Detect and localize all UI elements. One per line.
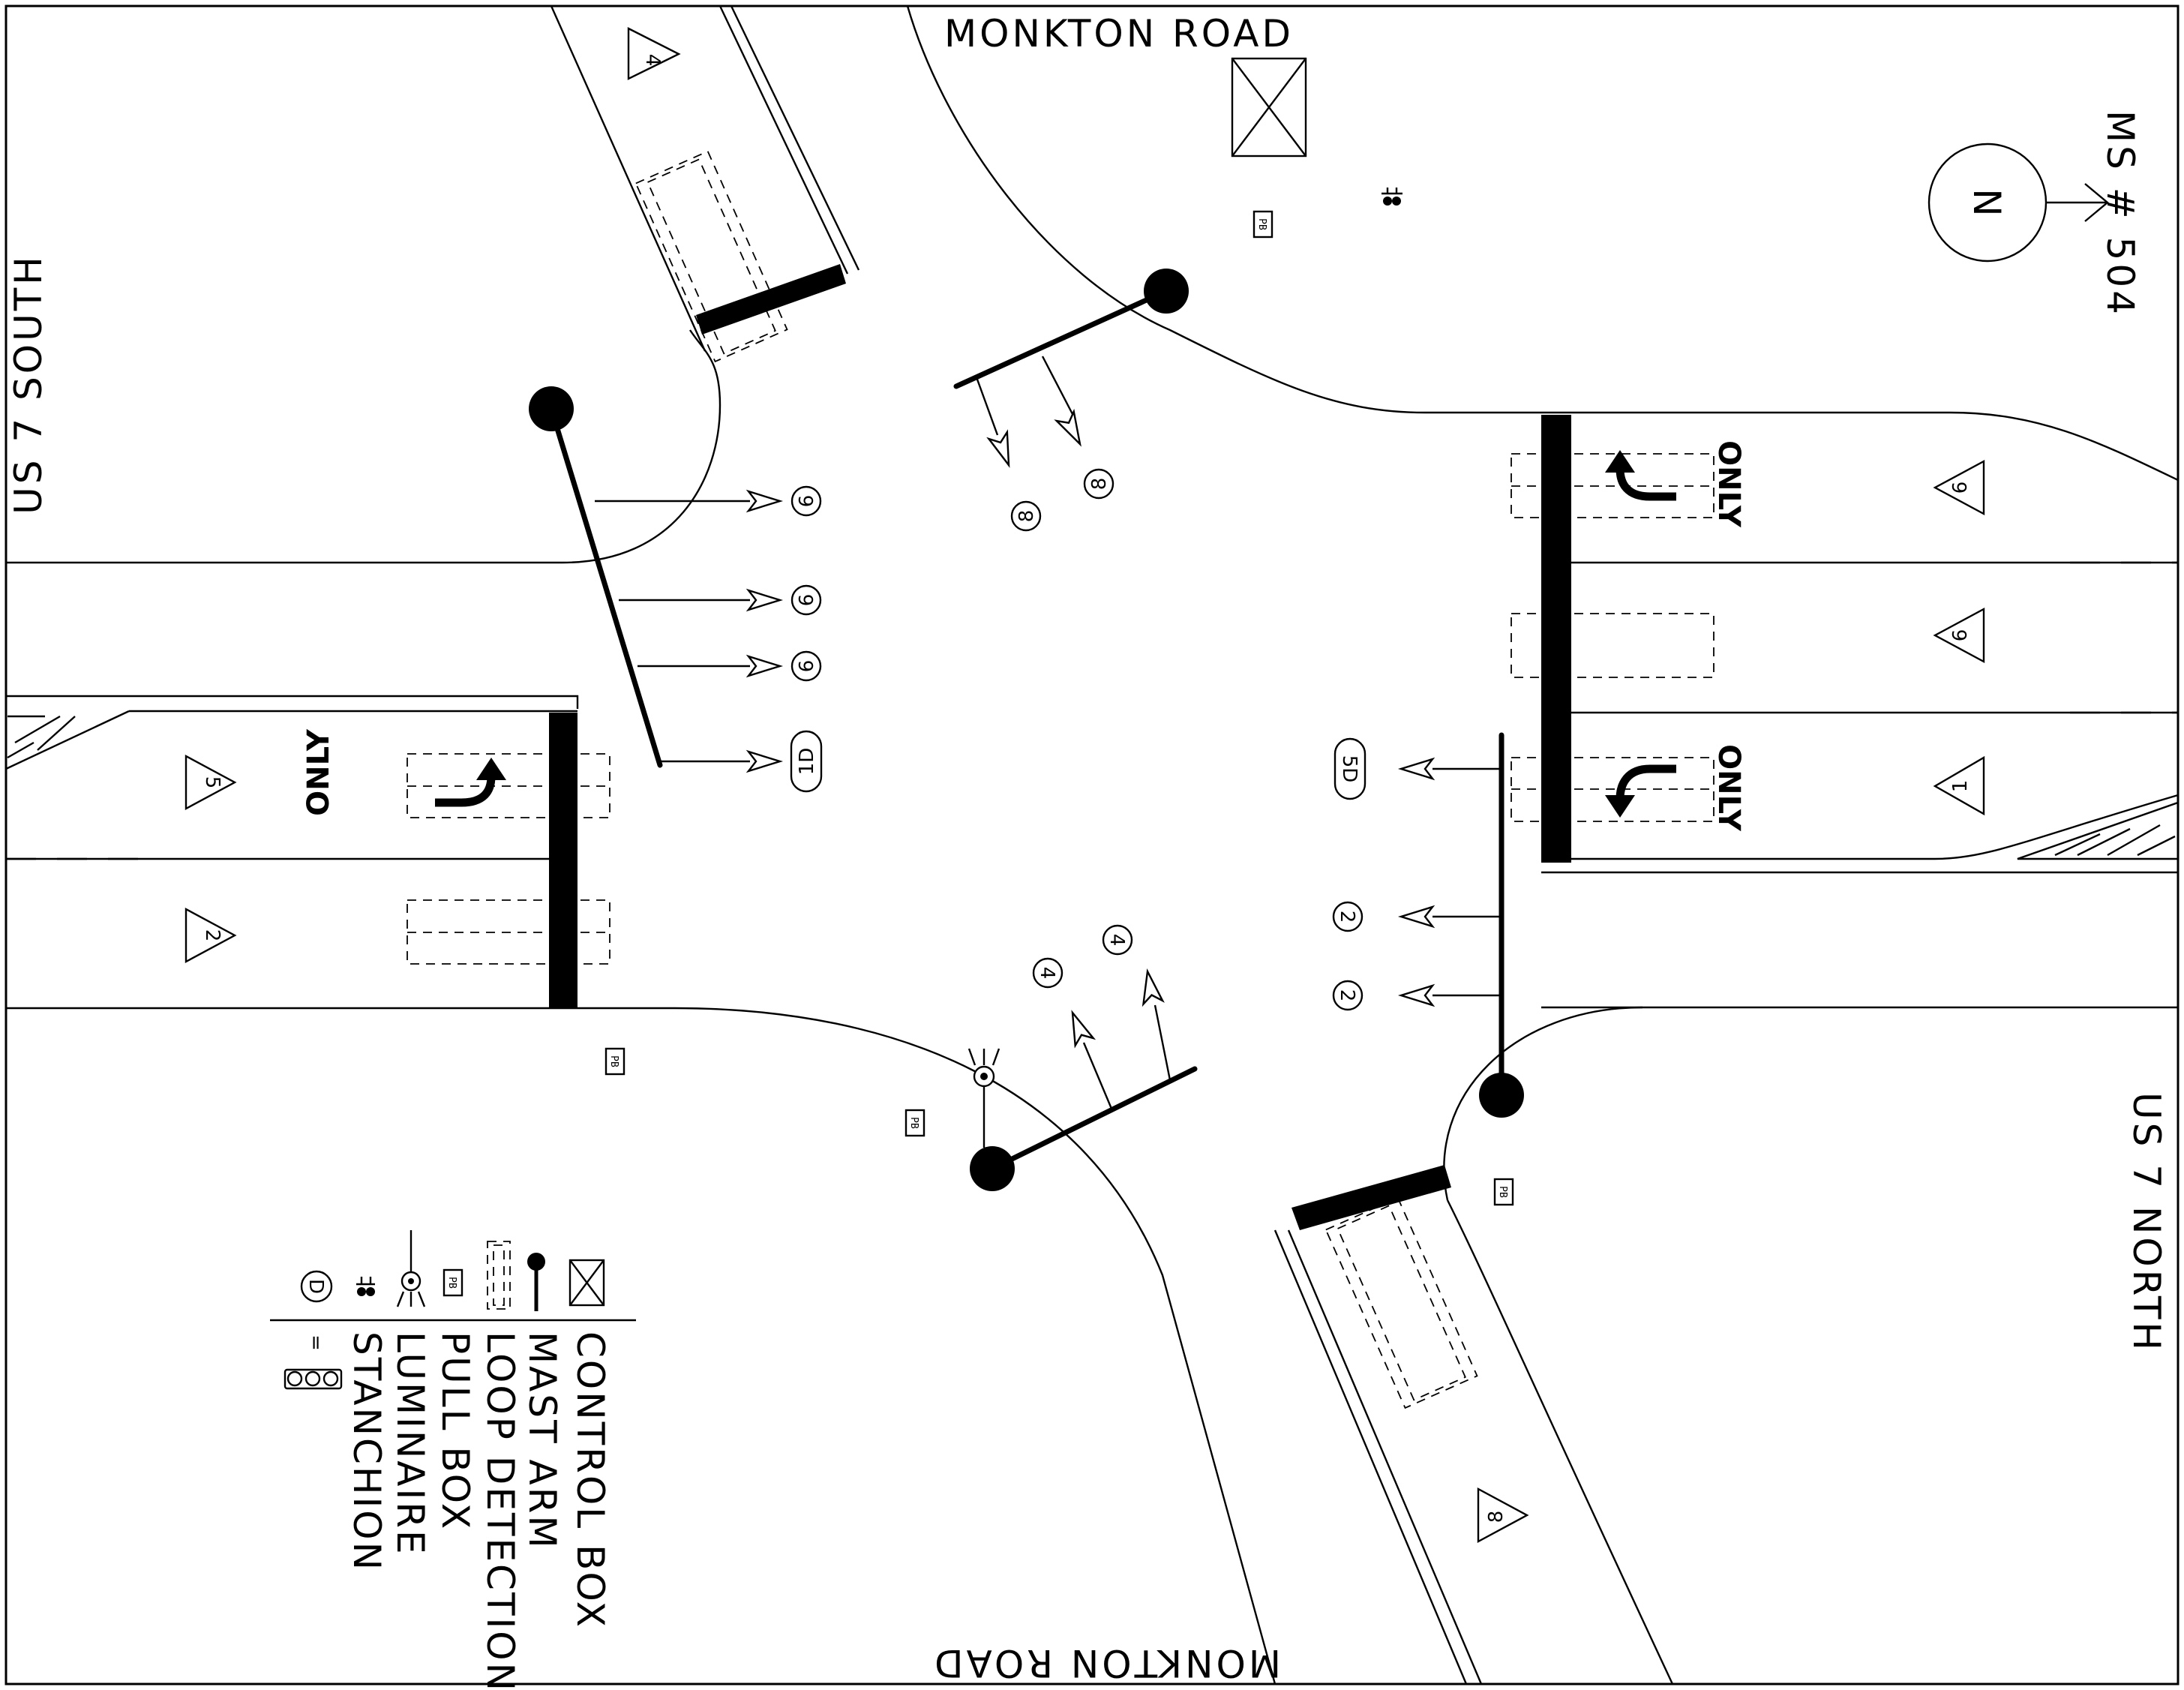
- mast-arm-east: [1400, 732, 1524, 1118]
- street-name-north: MONKTON ROAD: [944, 12, 1294, 56]
- svg-text:6: 6: [1949, 629, 1972, 642]
- legend-label-stanchion: STANCHION: [345, 1331, 388, 1572]
- svg-text:8: 8: [1088, 478, 1111, 491]
- sheet-id: MS # 504: [2098, 110, 2142, 317]
- phase-triangle-6-upper: 6: [1933, 459, 1985, 516]
- mast-arm-west: [529, 386, 782, 773]
- svg-text:PB: PB: [608, 1055, 620, 1067]
- svg-text:1: 1: [1949, 780, 1972, 793]
- legend-label-loop-detection: LOOP DETECTION: [478, 1331, 522, 1690]
- street-name-west: US 7 SOUTH: [7, 254, 50, 515]
- north-arrow: N: [1928, 143, 2109, 263]
- only-word-east-upper: ONLY: [1712, 440, 1746, 528]
- left-turn-arrow-east-lower: [1605, 764, 1676, 818]
- svg-text:4: 4: [1106, 934, 1128, 947]
- svg-text:8: 8: [1016, 510, 1038, 523]
- head-label-6b: 6: [790, 584, 822, 616]
- stanchion-north: [1382, 188, 1402, 206]
- luminaire-south: [968, 1048, 1000, 1148]
- head-label-5d: 5D: [1334, 737, 1366, 800]
- left-turn-arrow-east-upper: [1605, 450, 1676, 501]
- head-label-4b: 4: [1102, 924, 1133, 956]
- pull-boxes: PB PB PB PB: [604, 210, 1514, 1206]
- svg-text:PB: PB: [1497, 1186, 1508, 1198]
- stop-bar-nw: [696, 264, 846, 335]
- legend-pull-box-symbol: PB: [442, 1268, 464, 1297]
- pavement-markings: ONLY ONLY ONLY: [302, 440, 1746, 832]
- svg-text:5: 5: [201, 776, 224, 789]
- north-arrow-letter: N: [1965, 188, 2008, 216]
- phase-triangle-5: 5: [184, 754, 237, 811]
- svg-text:6: 6: [796, 660, 818, 673]
- svg-text:5D: 5D: [1338, 755, 1360, 783]
- stop-bar-se: [1292, 1165, 1451, 1230]
- mast-arm-north: [953, 269, 1189, 470]
- pull-box-south: PB: [904, 1109, 926, 1137]
- head-label-1d: 1D: [790, 730, 823, 793]
- mast-arm-south: [968, 968, 1198, 1191]
- phase-triangle-4: 4: [627, 27, 681, 80]
- legend-luminaire-symbol: [396, 1230, 426, 1307]
- phase-triangle-8: 8: [1477, 1487, 1529, 1544]
- legend-label-control-box: CONTROL BOX: [568, 1331, 612, 1629]
- signal-head-labels: 6 6 6 1D 8 8 5D 2 2 4 4: [790, 468, 1366, 1011]
- svg-text:6: 6: [1949, 482, 1972, 494]
- legend-signal-d-symbol: D: [300, 1270, 333, 1303]
- head-label-2b: 2: [1332, 980, 1364, 1011]
- loop-detectors: [406, 150, 1714, 1409]
- signal-pole-north: [1144, 269, 1189, 314]
- svg-text:D: D: [304, 1279, 327, 1294]
- signal-pole-east: [1479, 1073, 1524, 1118]
- svg-text:2: 2: [201, 929, 224, 942]
- road-edges: [4, 5, 2180, 1685]
- signal-pole-west: [529, 386, 574, 431]
- svg-text:PB: PB: [1256, 218, 1268, 230]
- phase-triangle-2: 2: [184, 907, 237, 964]
- svg-text:PB: PB: [908, 1117, 920, 1129]
- signal-pole-south: [970, 1146, 1015, 1191]
- svg-text:1D: 1D: [796, 748, 818, 776]
- control-box: [1231, 57, 1307, 158]
- svg-text:=: =: [304, 1334, 327, 1351]
- svg-text:4: 4: [641, 54, 664, 67]
- head-label-4a: 4: [1032, 957, 1064, 989]
- phase-triangles: 4 6 6 1 5 2 8: [184, 27, 1985, 1544]
- svg-text:6: 6: [796, 495, 818, 508]
- legend-label-luminaire: LUMINAIRE: [388, 1331, 432, 1556]
- head-label-2a: 2: [1332, 901, 1364, 932]
- pull-box-north: PB: [1252, 210, 1274, 239]
- svg-text:2: 2: [1336, 911, 1358, 923]
- legend-label-pull-box: PULL BOX: [434, 1331, 477, 1531]
- only-word-west: ONLY: [302, 728, 336, 816]
- svg-text:6: 6: [796, 594, 818, 607]
- legend: PB D = CONTROL BOX MAST A: [270, 1230, 636, 1690]
- legend-label-mast-arm: MAST ARM: [520, 1331, 564, 1550]
- pull-box-west: PB: [604, 1047, 626, 1076]
- phase-triangle-1: 1: [1933, 755, 1985, 816]
- phase-triangle-6-lower: 6: [1933, 607, 1985, 664]
- legend-mast-arm-symbol: [527, 1253, 545, 1311]
- only-word-east-lower: ONLY: [1712, 744, 1746, 832]
- legend-loop-symbol: [487, 1241, 511, 1310]
- head-label-6c: 6: [790, 650, 822, 682]
- legend-stanchion-symbol: [356, 1277, 375, 1296]
- street-name-east: US 7 NORTH: [2125, 1092, 2168, 1353]
- head-label-6a: 6: [790, 485, 822, 517]
- svg-text:8: 8: [1485, 1511, 1508, 1523]
- stop-bar-west: [549, 713, 578, 1009]
- street-name-south: MONKTON ROAD: [932, 1641, 1281, 1685]
- pull-box-east: PB: [1493, 1178, 1514, 1206]
- stop-bars: [549, 264, 1571, 1230]
- head-label-8a: 8: [1010, 500, 1042, 532]
- stop-bar-east: [1541, 415, 1571, 863]
- head-label-8b: 8: [1083, 468, 1114, 500]
- svg-text:2: 2: [1336, 989, 1358, 1002]
- legend-signal-head-symbol: =: [284, 1334, 343, 1390]
- svg-text:4: 4: [1036, 967, 1058, 980]
- legend-control-box-symbol: [568, 1259, 605, 1307]
- sheet-border: [4, 5, 2180, 1685]
- svg-text:PB: PB: [446, 1277, 458, 1289]
- left-turn-arrow-west: [435, 758, 506, 807]
